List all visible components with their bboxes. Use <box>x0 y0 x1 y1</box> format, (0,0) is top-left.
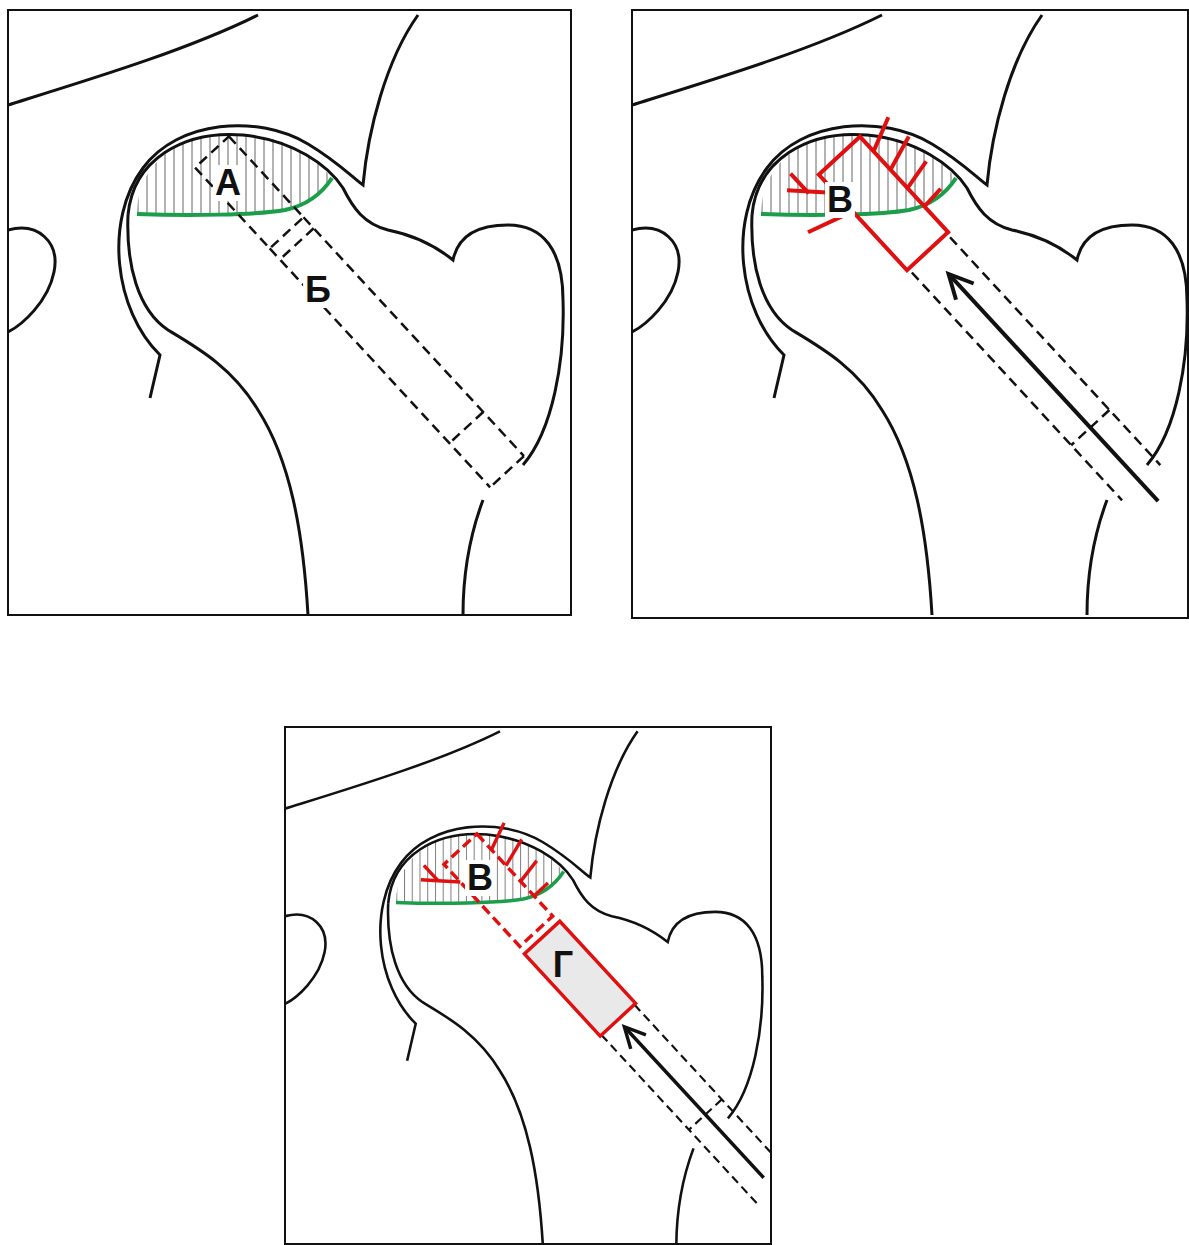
part-letter: В <box>465 860 495 896</box>
panel-three <box>285 727 813 1245</box>
panel-one <box>8 10 571 615</box>
panel-two <box>632 10 1189 618</box>
part-letter: В <box>825 182 855 218</box>
part-letter: Б <box>303 272 333 308</box>
part-letter: А <box>213 165 243 201</box>
part-letter: Г <box>551 947 575 983</box>
